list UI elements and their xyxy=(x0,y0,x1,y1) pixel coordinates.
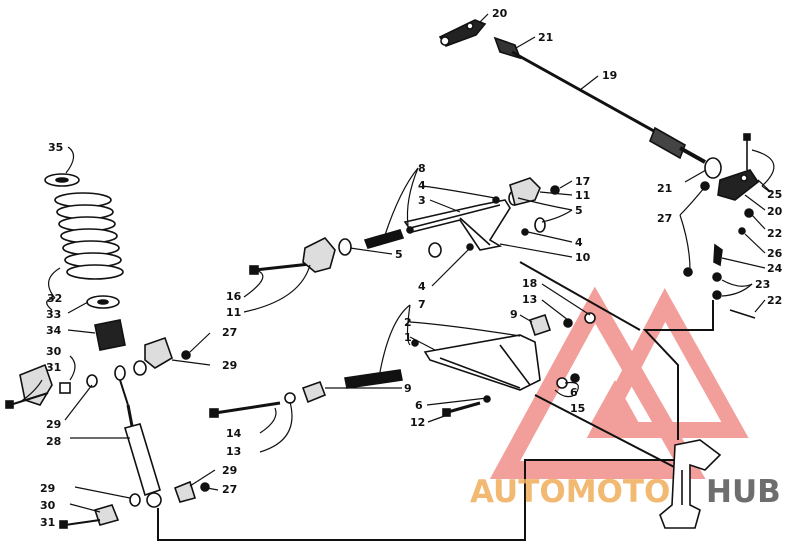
callout-label: 33 xyxy=(46,308,61,321)
callout-label: 29 xyxy=(222,464,237,477)
callout-label: 22 xyxy=(767,294,782,307)
callout-label: 31 xyxy=(40,516,55,529)
callout-label: 29 xyxy=(46,418,61,431)
callout-label: 27 xyxy=(657,212,672,225)
callout-label: 27 xyxy=(222,483,237,496)
callout-label: 35 xyxy=(48,141,63,154)
callout-label: 29 xyxy=(222,359,237,372)
callout-label: 5 xyxy=(395,248,403,261)
callout-label: 34 xyxy=(46,324,62,337)
callout-label: 6 xyxy=(415,399,423,412)
callout-label: 31 xyxy=(46,361,61,374)
watermark-logo xyxy=(489,286,749,479)
callout-label: 18 xyxy=(522,277,537,290)
callout-label: 21 xyxy=(657,182,672,195)
callout-label: 13 xyxy=(522,293,537,306)
callout-label: 7 xyxy=(418,298,426,311)
callout-label: 30 xyxy=(40,499,56,512)
callout-label: 14 xyxy=(226,427,242,440)
callout-label: 12 xyxy=(410,416,425,429)
callout-label: 20 xyxy=(767,205,783,218)
callout-label: 26 xyxy=(767,247,783,260)
callout-label: 6 xyxy=(570,386,578,399)
callout-label: 24 xyxy=(767,262,783,275)
callout-label: 29 xyxy=(40,482,55,495)
callout-label: 16 xyxy=(226,290,242,303)
watermark-part1: AUTOMOTO xyxy=(470,474,670,510)
callout-label: 9 xyxy=(404,382,412,395)
callout-label: 5 xyxy=(575,204,583,217)
callout-label: 11 xyxy=(575,189,590,202)
callout-label: 9 xyxy=(510,308,518,321)
callout-label: 30 xyxy=(46,345,62,358)
callout-label: 11 xyxy=(226,306,241,319)
callout-label: 10 xyxy=(575,251,591,264)
callout-label: 3 xyxy=(418,194,426,207)
callout-label: 17 xyxy=(575,175,590,188)
lower-a-arm-assembly xyxy=(209,312,596,418)
callout-labels: 35 32 33 34 30 31 29 28 29 30 31 27 29 2… xyxy=(40,7,783,529)
callout-label: 4 xyxy=(418,179,426,192)
callout-label: 2 xyxy=(404,316,412,329)
watermark-part2: HUB xyxy=(706,474,781,510)
watermark-text: AUTOMOTO HUB xyxy=(470,474,781,510)
callout-label: 28 xyxy=(46,435,61,448)
callout-label: 4 xyxy=(575,236,583,249)
callout-label: 22 xyxy=(767,227,782,240)
callout-label: 8 xyxy=(418,162,426,175)
tie-rod-assembly xyxy=(438,19,760,319)
callout-label: 25 xyxy=(767,188,782,201)
callout-label: 19 xyxy=(602,69,617,82)
callout-label: 27 xyxy=(222,326,237,339)
callout-label: 15 xyxy=(570,402,585,415)
reference-lines xyxy=(157,261,714,541)
callout-label: 21 xyxy=(538,31,553,44)
leader-lines xyxy=(19,13,775,523)
callout-label: 13 xyxy=(226,445,241,458)
shock-spring-assembly xyxy=(5,173,210,529)
callout-label: 20 xyxy=(492,7,508,20)
callout-label: 4 xyxy=(418,280,426,293)
spindle xyxy=(659,439,722,529)
callout-label: 32 xyxy=(47,292,62,305)
upper-a-arm-assembly xyxy=(249,177,560,275)
callout-label: 1 xyxy=(404,331,412,344)
callout-label: 23 xyxy=(755,278,770,291)
